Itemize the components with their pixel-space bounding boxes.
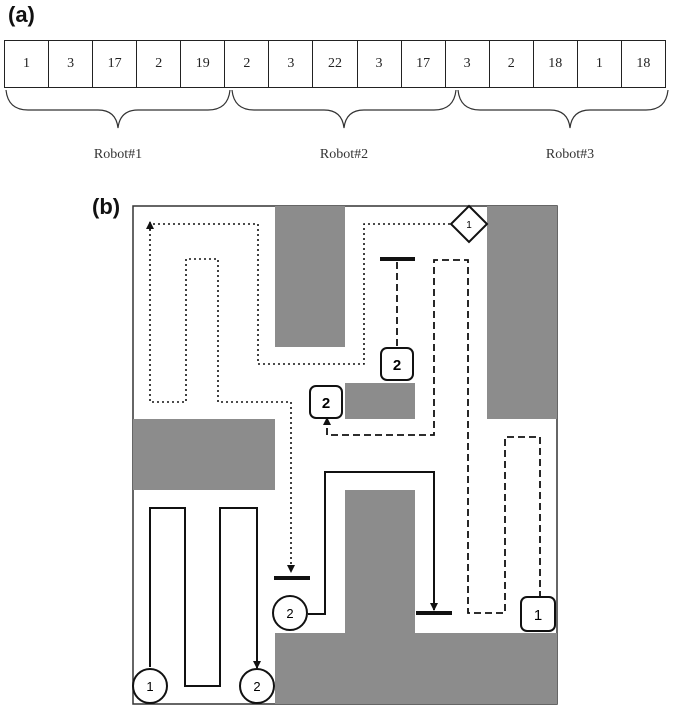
gene-cell: 18 bbox=[534, 41, 578, 87]
gene-cell: 22 bbox=[313, 41, 358, 87]
gene-cell: 2 bbox=[490, 41, 534, 87]
robot-3-label: Robot#3 bbox=[545, 147, 595, 162]
gene-cell: 19 bbox=[181, 41, 226, 87]
chromosome-array: 1 3 17 2 19 2 3 22 3 17 3 2 18 1 18 bbox=[4, 40, 666, 88]
obstacle-top-center bbox=[275, 206, 345, 347]
obstacle-mid-small bbox=[345, 383, 415, 419]
gene-cell: 3 bbox=[358, 41, 402, 87]
circle-marker-left-2: 2 bbox=[272, 595, 308, 631]
robot3-solid-right bbox=[308, 471, 438, 615]
robot-1-label: Robot#1 bbox=[93, 147, 143, 162]
gene-cell: 3 bbox=[446, 41, 490, 87]
robot-braces bbox=[5, 89, 669, 129]
circle-marker-bottom-2: 2 bbox=[239, 668, 275, 704]
gene-cell: 3 bbox=[49, 41, 94, 87]
circle-marker-left-2-label: 2 bbox=[286, 606, 293, 621]
robot2-dashed-right bbox=[323, 259, 541, 614]
square-marker-mid: 2 bbox=[309, 385, 343, 419]
brace-robot-1 bbox=[5, 89, 231, 129]
square-marker-top: 2 bbox=[380, 347, 414, 381]
square-marker-bottom-right: 1 bbox=[520, 596, 556, 632]
gene-cell: 17 bbox=[402, 41, 446, 87]
panel-b-label: (b) bbox=[92, 194, 121, 219]
gene-cell: 17 bbox=[93, 41, 138, 87]
gene-cell: 3 bbox=[269, 41, 314, 87]
gene-cell: 1 bbox=[578, 41, 622, 87]
robot-2-label: Robot#2 bbox=[319, 147, 369, 162]
circle-marker-bottom-1: 1 bbox=[132, 668, 168, 704]
gene-cell: 18 bbox=[636, 56, 651, 71]
square-marker-mid-label: 2 bbox=[322, 395, 330, 412]
brace-robot-2 bbox=[231, 89, 457, 129]
square-marker-bottom-right-label: 1 bbox=[534, 607, 542, 624]
robot1-dotted-path bbox=[149, 223, 455, 573]
circle-marker-bottom-1-label: 1 bbox=[146, 679, 153, 694]
gene-cell: 2 bbox=[225, 41, 270, 87]
diamond-marker-label: 1 bbox=[466, 220, 472, 231]
brace-robot-3 bbox=[457, 89, 669, 129]
gene-cell: 2 bbox=[137, 41, 182, 87]
obstacle-bottom-tall bbox=[345, 490, 415, 635]
obstacle-left-mid bbox=[133, 419, 275, 490]
diamond-marker: 1 bbox=[449, 204, 489, 244]
circle-marker-bottom-2-label: 2 bbox=[253, 679, 260, 694]
panel-a-label: (a) bbox=[8, 2, 35, 27]
robot3-solid-left bbox=[149, 507, 261, 687]
obstacle-bottom-base bbox=[275, 633, 557, 704]
square-marker-top-label: 2 bbox=[393, 357, 401, 374]
gene-cell: 1 bbox=[5, 41, 50, 87]
obstacle-top-right bbox=[487, 206, 557, 419]
